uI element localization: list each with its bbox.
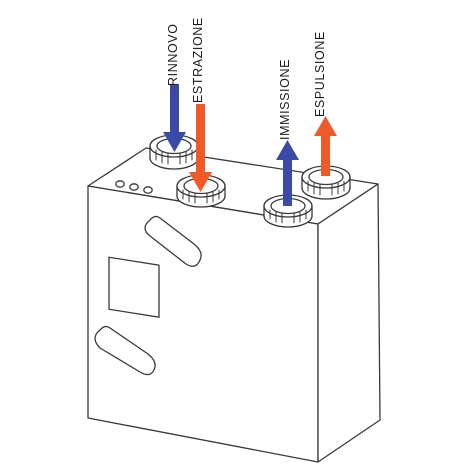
label-rinnovo: RINNOVO	[166, 23, 180, 86]
upper-slot	[144, 215, 202, 267]
lower-slot	[94, 325, 156, 376]
label-espulsione: ESPULSIONE	[313, 31, 327, 117]
front-panel-window	[108, 256, 160, 318]
arrow-estrazione	[189, 104, 212, 192]
arrow-immissione	[276, 140, 299, 206]
indicator-light	[115, 180, 125, 188]
unit-side-face	[317, 183, 381, 463]
arrow-espulsione	[314, 116, 337, 176]
arrow-rinnovo	[163, 84, 186, 152]
indicator-lights	[115, 180, 153, 194]
label-immissione: IMMISSIONE	[278, 58, 292, 140]
label-estrazione: ESTRAZIONE	[191, 17, 205, 103]
indicator-light	[129, 183, 139, 191]
indicator-light	[143, 186, 153, 194]
